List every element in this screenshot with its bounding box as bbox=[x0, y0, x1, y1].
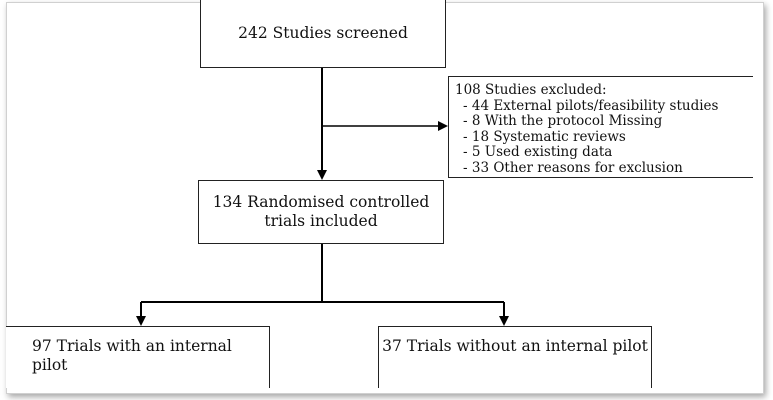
exclusion-reasons-list: 44 External pilots/feasibility studies 8… bbox=[455, 98, 753, 177]
exclusion-reason: 18 Systematic reviews bbox=[463, 129, 753, 146]
node-trials-without-internal-pilot: 37 Trials without an internal pilot bbox=[378, 326, 652, 388]
exclusion-reason: 8 With the protocol Missing bbox=[463, 113, 753, 130]
exclusion-reason: 5 Used existing data bbox=[463, 144, 753, 161]
exclusion-reason: 44 External pilots/feasibility studies bbox=[463, 98, 753, 115]
node-studies-excluded: 108 Studies excluded: 44 External pilots… bbox=[448, 76, 753, 178]
node-rcts-included-label: 134 Randomised controlled trials include… bbox=[212, 193, 430, 230]
node-trials-with-internal-pilot: 97 Trials with an internal pilot bbox=[6, 326, 270, 388]
node-trials-with-internal-pilot-label: 97 Trials with an internal pilot bbox=[32, 337, 232, 374]
node-trials-without-internal-pilot-label: 37 Trials without an internal pilot bbox=[382, 337, 648, 355]
exclusion-reason: 33 Other reasons for exclusion bbox=[463, 160, 753, 177]
node-studies-screened: 242 Studies screened bbox=[200, 0, 446, 68]
node-studies-screened-label: 242 Studies screened bbox=[238, 24, 408, 42]
node-rcts-included: 134 Randomised controlled trials include… bbox=[198, 180, 444, 244]
excluded-heading: 108 Studies excluded: bbox=[455, 82, 607, 98]
